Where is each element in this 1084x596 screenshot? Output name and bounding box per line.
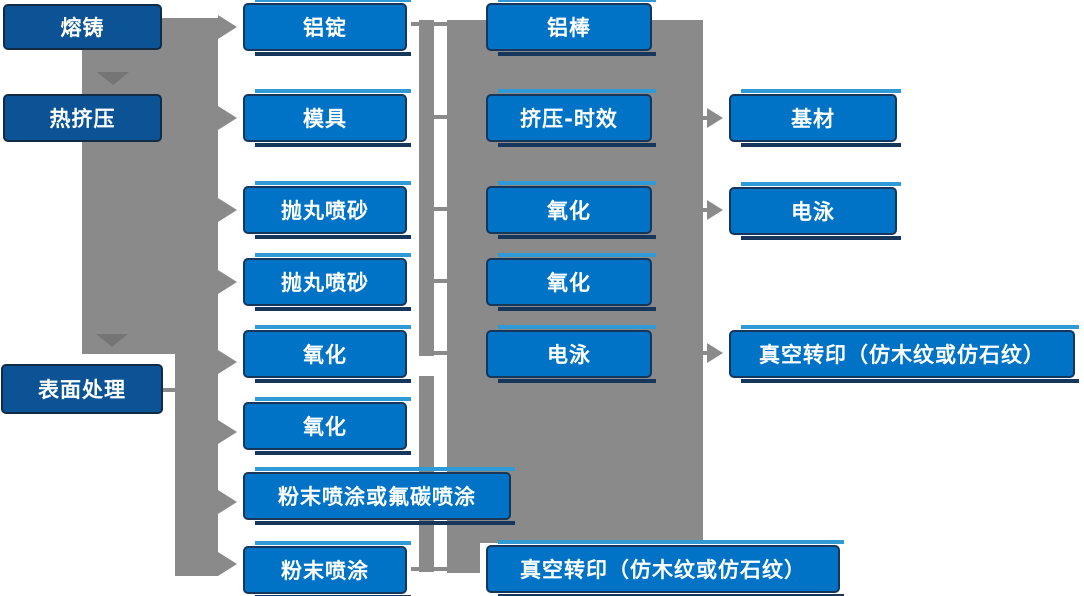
- node-oxidation-b: 氧化: [243, 397, 411, 455]
- node-oxidation-d: 氧化: [486, 253, 656, 311]
- arrow-to-mold-icon: [218, 106, 237, 130]
- stem-to-base-material: [699, 116, 709, 120]
- node-base-material: 基材: [729, 89, 901, 147]
- arrow-to-shot-blasting-1-icon: [218, 198, 237, 222]
- node-extrusion-aging: 挤压-时效: [486, 89, 656, 147]
- node-aluminum-ingot: 铝锭: [243, 0, 411, 56]
- stem-to-vacuum-transfer-b: [699, 351, 709, 355]
- node-vacuum-transfer-a: 真空转印（仿木纹或仿石纹）: [486, 540, 844, 596]
- mid-bar-upper: [419, 20, 434, 356]
- tick-row-4: [429, 279, 447, 283]
- node-powder-fluorocarbon-coating: 粉末喷涂或氟碳喷涂: [243, 467, 515, 525]
- left-spine-lower-bar: [175, 352, 218, 576]
- node-electrophoresis-a: 电泳: [486, 325, 656, 383]
- tick-row-1: [411, 22, 447, 26]
- process-block-stub: [447, 543, 480, 573]
- node-shot-blasting-1: 抛丸喷砂: [243, 181, 411, 239]
- node-vacuum-transfer-b: 真空转印（仿木纹或仿石纹）: [729, 325, 1079, 383]
- tick-row-5: [429, 351, 447, 355]
- arrow-to-aluminum-ingot-icon: [218, 15, 237, 39]
- arrow-to-shot-blasting-2-icon: [218, 270, 237, 294]
- arrow-to-oxidation-a-icon: [218, 350, 237, 374]
- down-arrow-to-surface-treatment-icon: [96, 334, 128, 347]
- tick-row-8: [411, 567, 447, 571]
- node-oxidation-a: 氧化: [243, 325, 411, 383]
- arrow-to-base-material-icon: [707, 108, 723, 128]
- tick-row-2: [429, 115, 447, 119]
- down-arrow-to-hot-extrusion-icon: [97, 72, 129, 85]
- node-oxidation-c: 氧化: [486, 181, 656, 239]
- arrow-to-powder-coating-icon: [218, 552, 237, 576]
- node-powder-coating: 粉末喷涂: [243, 541, 411, 596]
- node-melting-casting: 熔铸: [3, 4, 162, 50]
- node-surface-treatment: 表面处理: [1, 364, 163, 414]
- stem-to-electrophoresis-b: [699, 208, 709, 212]
- node-mold: 模具: [243, 89, 411, 147]
- surface-treatment-connector: [163, 388, 177, 392]
- arrow-to-oxidation-b-icon: [218, 420, 237, 444]
- arrow-to-vacuum-transfer-b-icon: [707, 343, 723, 363]
- node-hot-extrusion: 热挤压: [3, 94, 162, 142]
- node-shot-blasting-2: 抛丸喷砂: [243, 253, 411, 311]
- node-electrophoresis-b: 电泳: [729, 182, 901, 240]
- left-spine-upper-bar: [82, 18, 218, 354]
- arrow-to-electrophoresis-b-icon: [707, 200, 723, 220]
- arrow-to-powder-fluorocarbon-icon: [218, 490, 237, 514]
- tick-row-3: [429, 207, 447, 211]
- node-aluminum-rod: 铝棒: [486, 0, 656, 56]
